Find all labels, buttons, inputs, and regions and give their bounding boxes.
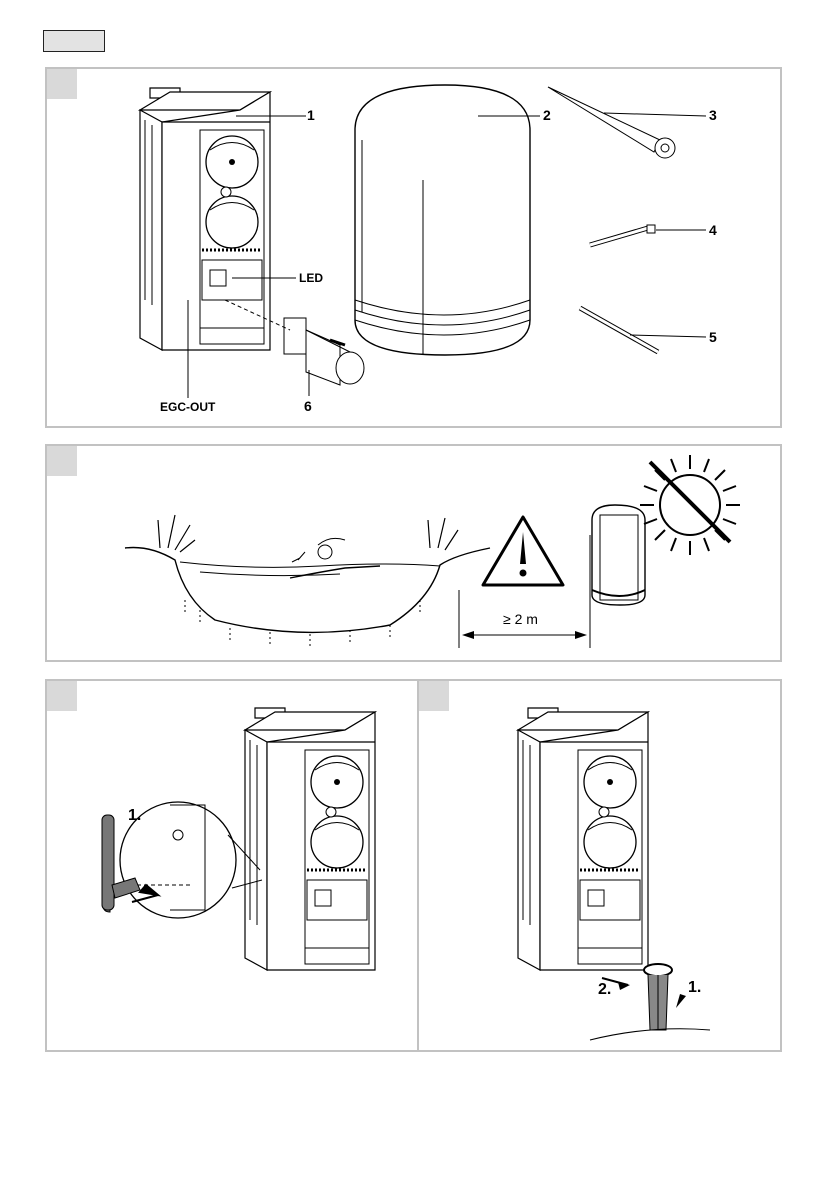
callout-6: 6 — [304, 398, 312, 414]
callout-2: 2 — [543, 107, 551, 123]
callout-1: 1 — [307, 107, 315, 123]
distance-label: ≥ 2 m — [503, 611, 538, 627]
unit-rod-illustration — [102, 708, 375, 970]
callout-4: 4 — [709, 222, 717, 238]
step-1-label: 1. — [128, 807, 141, 824]
control-unit-illustration — [140, 88, 270, 350]
callout-5: 5 — [709, 329, 717, 345]
egc-out-label: EGC-OUT — [160, 400, 216, 414]
unit-on-spike-illustration — [518, 708, 710, 1040]
step-1-label-spike: 1. — [688, 979, 701, 996]
pond-illustration — [125, 515, 490, 646]
cover-hood-illustration — [355, 85, 530, 355]
covered-unit-illustration — [592, 505, 645, 605]
callout-3: 3 — [709, 107, 717, 123]
angled-rod-illustration — [590, 225, 655, 245]
warning-triangle-icon — [483, 517, 563, 585]
step-2-label-spike: 2. — [598, 981, 611, 998]
straight-rod-illustration — [580, 308, 658, 352]
ground-spike-illustration — [548, 87, 675, 158]
no-direct-sun-icon — [640, 455, 740, 555]
led-label: LED — [299, 271, 323, 285]
